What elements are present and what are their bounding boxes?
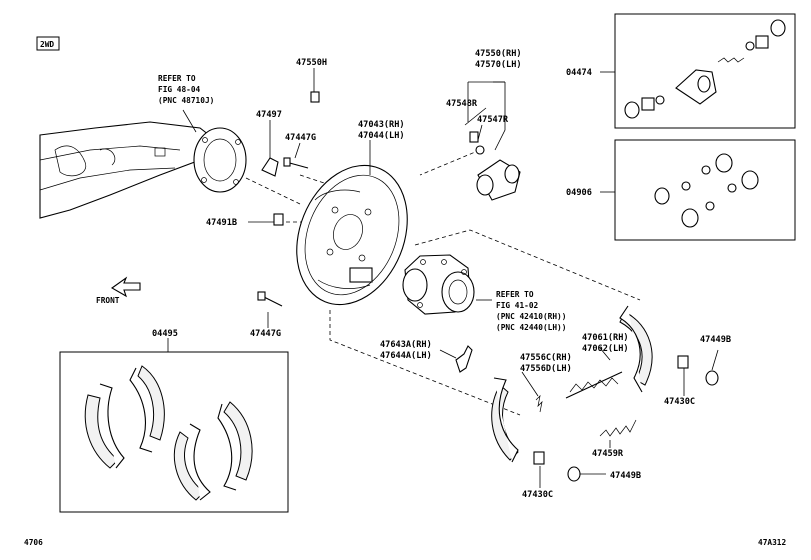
hold-down-cup-right	[705, 349, 719, 386]
refer-hub-line-2: FIG 41-02	[496, 301, 539, 310]
label-47044: 47044(LH)	[358, 131, 405, 141]
bleeder-plug	[310, 68, 320, 103]
parking-lever-strut	[439, 345, 473, 373]
wheel-cylinder	[469, 131, 521, 201]
adjuster-assembly	[565, 371, 623, 399]
label-04474: 04474	[566, 68, 592, 78]
front-arrow: FRONT	[96, 276, 141, 305]
hold-down-spring-bottom	[533, 451, 545, 488]
brake-shoe-rear	[619, 305, 653, 393]
label-47449B-bottom: 47449B	[610, 471, 641, 481]
label-47449B-right: 47449B	[700, 335, 731, 345]
label-47430C-right: 47430C	[664, 397, 695, 407]
shoe-kit-parts	[84, 365, 253, 501]
refer-hub-line-4: (PNC 42440(LH))	[496, 323, 566, 332]
bolt-bottom	[257, 291, 283, 328]
label-47447G-bottom: 47447G	[250, 329, 281, 339]
cylinder-kit-parts	[624, 19, 786, 119]
anchor-pin-spring	[521, 371, 543, 413]
label-47459R: 47459R	[592, 449, 624, 459]
label-47643A: 47643A(RH)	[380, 340, 432, 350]
footer-drawing-id: 47A312	[758, 538, 786, 547]
label-47556C: 47556C(RH)	[520, 353, 572, 363]
refer-axle-note: REFER TO FIG 48-04 (PNC 48710J)	[158, 74, 214, 105]
rear-axle-beam	[39, 121, 247, 219]
label-47062: 47062(LH)	[582, 344, 629, 354]
front-label: FRONT	[96, 296, 120, 305]
label-47430C-bottom: 47430C	[522, 490, 553, 500]
label-47547R: 47547R	[477, 115, 509, 125]
label-47491B: 47491B	[206, 218, 237, 228]
drive-type-text: 2WD	[40, 40, 54, 49]
label-04906: 04906	[566, 188, 592, 198]
hold-down-spring-right	[677, 355, 689, 392]
bolt-top	[283, 142, 309, 169]
refer-hub-note: REFER TO FIG 41-02 (PNC 42410(RH)) (PNC …	[496, 290, 566, 332]
label-47061: 47061(RH)	[582, 333, 629, 343]
hub-bearing	[402, 254, 475, 315]
label-47043: 47043(RH)	[358, 120, 405, 130]
label-47550: 47550(RH)	[475, 49, 522, 59]
label-04495: 04495	[152, 329, 178, 339]
refer-axle-line-1: REFER TO	[158, 74, 196, 83]
label-47497: 47497	[256, 110, 282, 120]
cup-kit-parts	[654, 153, 759, 228]
return-spring	[599, 419, 637, 437]
footer-fig-number: 4706	[24, 538, 43, 547]
hold-down-cup-bottom	[567, 466, 606, 482]
grommet	[261, 120, 279, 177]
refer-axle-line-3: (PNC 48710J)	[158, 96, 214, 105]
brake-shoe-front	[491, 377, 519, 463]
label-47447G-top: 47447G	[285, 133, 316, 143]
label-47644A: 47644A(LH)	[380, 351, 432, 361]
label-47570: 47570(LH)	[475, 60, 522, 70]
kit-box-04906	[614, 139, 796, 241]
backing-plate	[296, 164, 408, 306]
refer-axle-line-2: FIG 48-04	[158, 85, 201, 94]
refer-hub-line-1: REFER TO	[496, 290, 534, 299]
label-47556D: 47556D(LH)	[520, 364, 572, 374]
label-47548R: 47548R	[446, 99, 478, 109]
drive-type-badge: 2WD	[36, 36, 60, 51]
label-47550H: 47550H	[296, 58, 327, 68]
refer-hub-line-3: (PNC 42410(RH))	[496, 312, 566, 321]
plug-left	[248, 213, 284, 226]
